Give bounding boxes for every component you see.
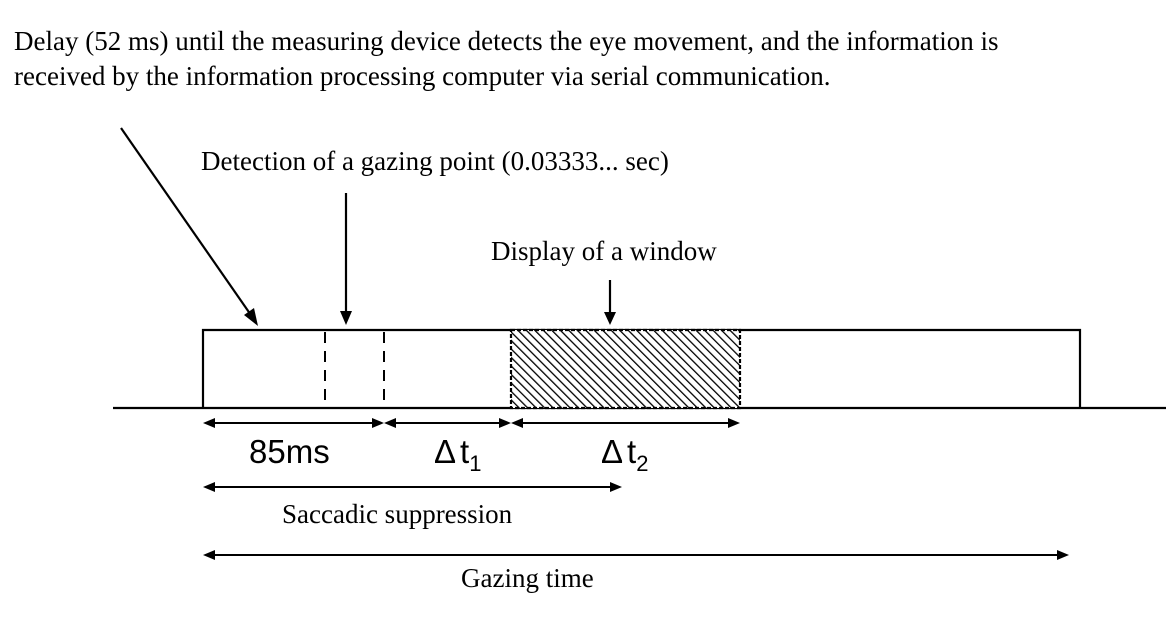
- delta-symbol: Δ: [434, 433, 456, 470]
- gazing-time-arrow: [203, 550, 1069, 560]
- display-window-arrow: [604, 280, 616, 325]
- saccadic-suppression-label: Saccadic suppression: [282, 499, 513, 529]
- svg-text:Δt2: Δt2: [601, 433, 648, 476]
- delay-arrow: [120, 127, 258, 326]
- display-window-label: Display of a window: [491, 236, 717, 266]
- delta-symbol: Δ: [601, 433, 623, 470]
- subscript-1: 1: [469, 451, 481, 476]
- caption-line-2: received by the information processing c…: [14, 61, 831, 91]
- subscript-2: 2: [636, 451, 648, 476]
- interval-85ms-arrow: [203, 418, 384, 428]
- t-symbol: t: [460, 433, 469, 470]
- interval-dt2-arrow: [511, 418, 740, 428]
- caption-line-1: Delay (52 ms) until the measuring device…: [14, 26, 998, 56]
- svg-text:Δt1: Δt1: [434, 433, 481, 476]
- detection-label: Detection of a gazing point (0.03333... …: [201, 146, 669, 176]
- detection-arrow: [340, 193, 352, 325]
- window-display-segment: [509, 328, 742, 410]
- gazing-time-label: Gazing time: [461, 563, 594, 593]
- t-symbol: t: [627, 433, 636, 470]
- interval-85ms-label: 85ms: [249, 433, 330, 470]
- interval-dt1-arrow: [384, 418, 511, 428]
- saccadic-suppression-arrow: [203, 482, 622, 492]
